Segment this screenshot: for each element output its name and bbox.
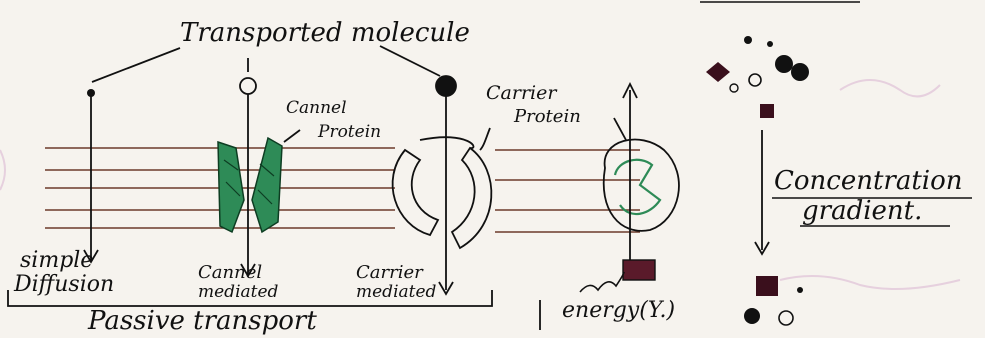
channel-label-pointer	[284, 130, 300, 142]
legend-dot	[797, 287, 803, 293]
legend-small-open	[730, 84, 738, 92]
carrier-protein-label-line2: Protein	[514, 106, 581, 127]
legend-open-circle	[779, 311, 793, 325]
legend-dot	[767, 41, 773, 47]
bleed-stroke	[780, 276, 960, 289]
leader-line	[92, 48, 180, 82]
carrier-protein-label-line1: Carrier	[486, 82, 556, 104]
legend-large-dot	[744, 308, 760, 324]
carrier-mediated-label-line1: Carrier	[356, 262, 423, 283]
solute-dot	[87, 89, 95, 97]
legend-large-dot	[791, 63, 809, 81]
legend-open-circle	[749, 74, 761, 86]
carrier-right-lobe	[452, 148, 491, 248]
channel-protein-label-line1: Cannel	[286, 98, 347, 118]
channel-mediated-label-line1: Cannel	[198, 262, 262, 283]
channel-protein-label-line2: Protein	[318, 122, 381, 142]
legend-dot	[744, 36, 752, 44]
legend-diamond	[706, 62, 730, 82]
gradient-legend	[700, 2, 972, 325]
channel-mediated-label-line2: mediated	[198, 282, 278, 302]
carrier-left-lobe	[393, 150, 438, 235]
carrier-mediated-label-line2: mediated	[356, 282, 436, 302]
passive-transport-label: Passive transport	[88, 306, 317, 336]
membrane-bilayer	[45, 148, 640, 232]
legend-square	[756, 276, 778, 296]
carrier-protein-active	[580, 84, 679, 292]
transported-molecule-label: Transported molecule	[180, 18, 470, 48]
channel-solute-circle	[240, 78, 256, 94]
energy-squiggle	[580, 272, 624, 292]
simple-diffusion-label-line2: Diffusion	[14, 272, 114, 297]
legend-square	[760, 104, 774, 118]
title-leader-lines	[92, 46, 440, 82]
concentration-label: Concentration	[774, 166, 963, 196]
active-label-pointer	[614, 118, 626, 140]
energy-block	[623, 260, 655, 280]
simple-diffusion-label-line1: simple	[20, 248, 93, 273]
bleed-stroke	[0, 150, 5, 190]
leader-line	[380, 46, 440, 76]
gradient-label: gradient.	[802, 196, 922, 226]
simple-diffusion-path	[84, 89, 98, 262]
energy-label: energy(Y.)	[562, 298, 675, 323]
carrier-solute-dot	[436, 76, 456, 96]
legend-large-dot	[775, 55, 793, 73]
active-carrier-inner	[615, 160, 660, 214]
carrier-label-pointer	[480, 128, 490, 150]
channel-protein-right-half	[252, 138, 282, 232]
bleed-stroke	[840, 80, 940, 96]
